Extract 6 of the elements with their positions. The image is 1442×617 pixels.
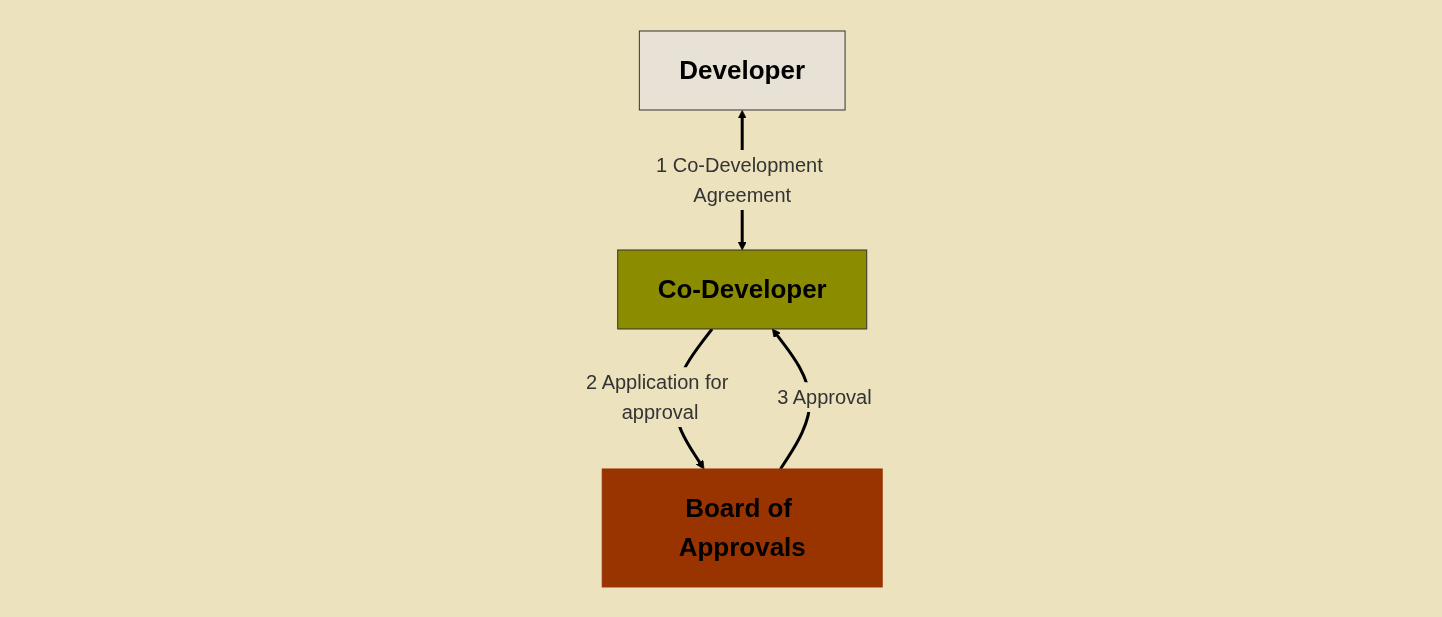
node-box: Developer (638, 30, 846, 110)
edge-label: 1 Co-Development Agreement (655, 153, 823, 206)
node-box: Co-Developer (617, 249, 868, 329)
edge-label: 3 Approval (777, 385, 872, 408)
node-box: Board of Approvals (601, 468, 883, 587)
edge-label: 2 Application for approval (585, 370, 729, 423)
